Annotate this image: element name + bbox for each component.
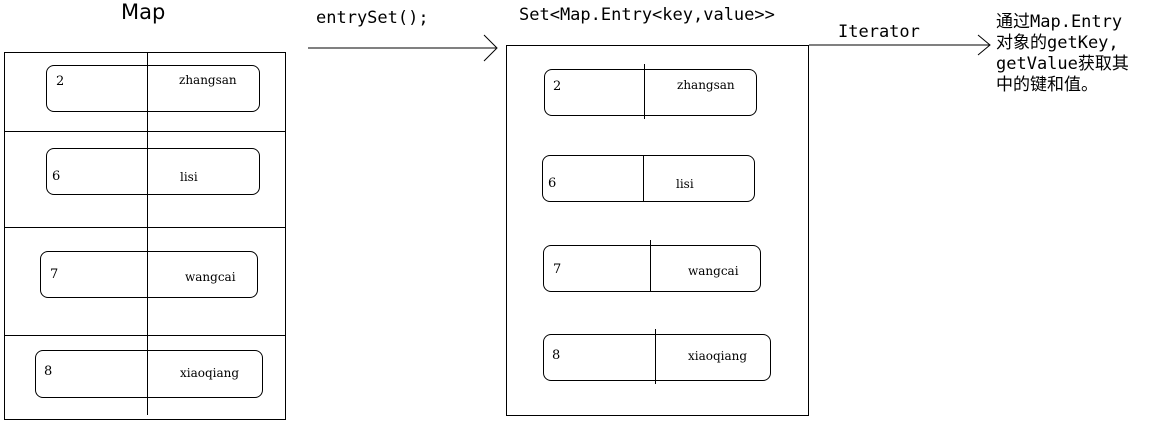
map-entry-1-value: zhangsan [179, 73, 237, 87]
map-title: Map [121, 0, 166, 24]
set-entry-2-divider [643, 155, 644, 202]
set-entry-2-value: lisi [676, 177, 694, 191]
note-line-1: 通过Map.Entry [996, 12, 1123, 32]
set-entry-1-divider [644, 64, 645, 119]
map-divider-3 [4, 335, 286, 336]
iterator-arrow [809, 34, 991, 56]
map-entry-3-key: 7 [50, 267, 59, 282]
map-divider-2 [4, 227, 286, 228]
set-entry-1 [544, 69, 757, 116]
set-entry-4 [543, 334, 771, 381]
iterator-label: Iterator [838, 22, 920, 42]
map-entry-4-key: 8 [44, 364, 53, 379]
entryset-arrow [308, 34, 498, 62]
entryset-label: entrySet(); [316, 8, 429, 28]
note-line-4: 中的键和值。 [996, 75, 1098, 95]
set-entry-4-value: xiaoqiang [688, 349, 748, 363]
set-entry-4-key: 8 [552, 348, 561, 363]
map-entry-2-value: lisi [180, 170, 198, 184]
map-entry-1-key: 2 [56, 74, 65, 89]
note-line-2: 对象的getKey, [996, 33, 1119, 53]
set-container [506, 45, 809, 416]
set-entry-3 [543, 245, 761, 292]
map-entry-2-key: 6 [52, 169, 61, 184]
map-entry-4-value: xiaoqiang [180, 366, 240, 380]
set-entry-3-divider [650, 240, 651, 292]
map-container [4, 52, 286, 420]
set-entry-4-divider [655, 329, 656, 384]
map-entry-3-value: wangcai [185, 270, 236, 284]
map-entry-3 [40, 251, 258, 298]
set-title: Set<Map.Entry<key,value>> [519, 5, 775, 25]
set-entry-3-key: 7 [553, 262, 562, 277]
note-line-3: getValue获取其 [996, 54, 1129, 74]
set-entry-1-value: zhangsan [677, 78, 735, 92]
set-entry-2 [542, 155, 755, 202]
map-divider-1 [4, 131, 286, 132]
map-center-line [147, 52, 148, 415]
map-entry-4 [35, 350, 263, 398]
set-entry-3-value: wangcai [688, 264, 739, 278]
set-entry-2-key: 6 [548, 176, 557, 191]
explanation-note: 通过Map.Entry 对象的getKey, getValue获取其 中的键和值… [996, 12, 1162, 96]
map-entry-1 [46, 65, 260, 112]
set-entry-1-key: 2 [553, 79, 562, 94]
map-entry-2 [46, 148, 260, 195]
